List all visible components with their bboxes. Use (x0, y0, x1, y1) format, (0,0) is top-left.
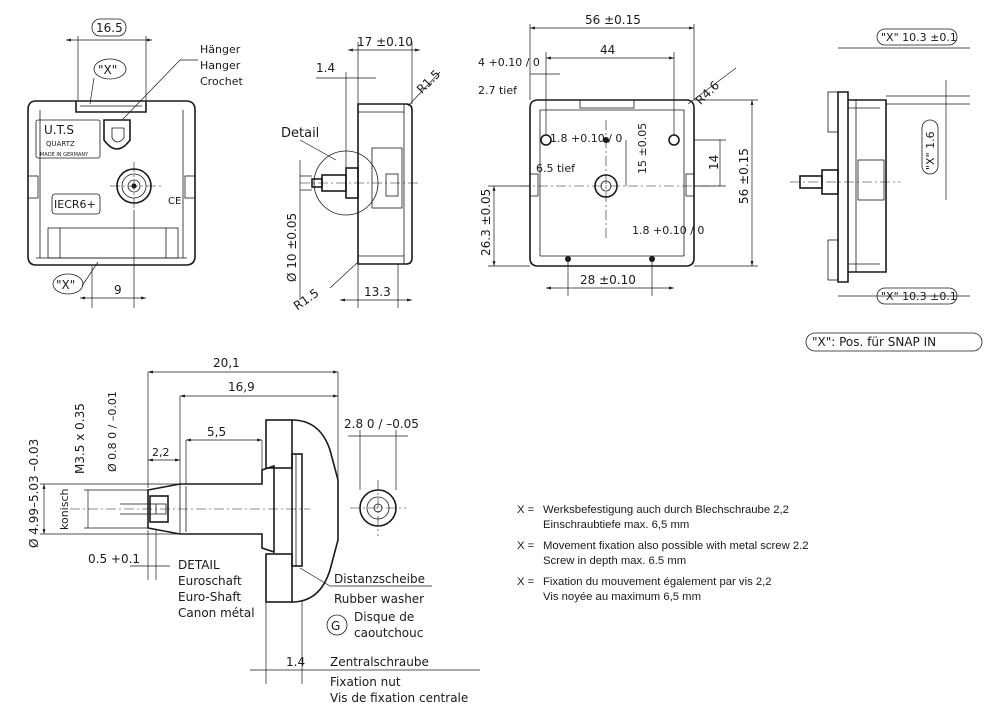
screw-line-2: Fixation nut (330, 675, 401, 689)
back-hole-depth-top: 2.7 tief (478, 84, 518, 97)
note-key: X = (517, 576, 535, 588)
note-de: X = Werksbefestigung auch durch Blechsch… (517, 503, 857, 532)
side-dim-bottom: 13.3 (364, 285, 391, 299)
battery-label: IECR6+ (54, 198, 96, 211)
side-dim-width: 17 ±0.10 (357, 35, 413, 49)
shaft-dim-diam: Ø 4.99–5.03 –0.03 (27, 439, 41, 548)
front-view: U.T.S QUARTZ MADE IN GERMANY IECR6+ CE 1… (27, 18, 243, 308)
shaft-dim-2-8: 2.8 0 / –0.05 (344, 417, 419, 431)
snap-view: "X" 10.3 ±0.1 "X" 1.6 "X" 10.3 ±0.1 "X":… (790, 28, 983, 352)
shaft-dim-0-5: 0.5 +0.1 (88, 552, 140, 566)
back-hole-diameter-bottom: 1.8 +0.10 / 0 (632, 224, 704, 237)
back-hole-diameter: 1.8 +0.10 / 0 (550, 132, 622, 145)
note-line: Fixation du mouvement également par vis … (543, 576, 772, 588)
screw-line-1: Zentralschraube (330, 655, 429, 669)
hanger-label-2: Hanger (200, 59, 241, 72)
back-dim-height: 56 ±0.15 (737, 148, 751, 204)
disque-line-1: Disque de (354, 610, 414, 624)
back-hole-offset: 4 +0.10 / 0 (478, 56, 540, 69)
back-radius: R4.6 (693, 78, 722, 107)
shaft-dim-thread: M3.5 x 0.35 (73, 403, 87, 474)
screw-line-3: Vis de fixation centrale (330, 691, 468, 705)
snap-note: "X": Pos. für SNAP IN (812, 335, 936, 349)
x-tag-top: "X" (98, 63, 117, 77)
detail-label: Detail (281, 126, 319, 141)
back-dim-26: 26.3 ±0.05 (479, 189, 493, 256)
front-dim-bottom: 9 (114, 283, 122, 297)
washer-line-2: Rubber washer (334, 592, 424, 606)
shaft-detail: 20,1 16,9 5,5 2,2 Ø 4.99–5.03 –0.03 M3.5… (27, 356, 480, 705)
side-view: Detail 17 ±0.10 1.4 R1.5 Ø 10 ±0.05 R1.5… (281, 35, 443, 313)
radius-bottom: R1.5 (291, 286, 321, 313)
detail-line-2: Euroschaft (178, 574, 242, 588)
detail-line-1: DETAIL (178, 558, 220, 572)
shaft-dim-16-9: 16,9 (228, 380, 255, 394)
side-dim-offset: 1.4 (316, 61, 335, 75)
detail-line-4: Canon métal (178, 606, 255, 620)
back-dim-inner-width: 44 (600, 43, 615, 57)
back-dim-14: 14 (707, 155, 721, 170)
snap-x-top: "X" 10.3 ±0.1 (881, 31, 957, 44)
detail-line-3: Euro-Shaft (178, 590, 241, 604)
back-view: 56 ±0.15 44 4 +0.10 / 0 2.7 tief R4.6 1.… (478, 13, 758, 296)
shaft-konisch: konisch (58, 488, 71, 530)
notes-block: X = Werksbefestigung auch durch Blechsch… (517, 503, 857, 611)
note-line: Screw in depth max. 6.5 mm (543, 554, 687, 567)
note-fr: X = Fixation du mouvement également par … (517, 575, 857, 604)
shaft-dim-1-4: 1.4 (286, 655, 305, 669)
shaft-dim-pin: Ø 0.8 0 / –0.01 (106, 391, 119, 472)
back-dim-28: 28 ±0.10 (580, 273, 636, 287)
g-mark: G (331, 619, 340, 633)
front-dim-top: 16.5 (96, 21, 123, 35)
hanger-label-3: Crochet (200, 75, 243, 88)
hanger-label-1: Hänger (200, 43, 241, 56)
disque-line-2: caoutchouc (354, 626, 423, 640)
note-line: Movement fixation also possible with met… (543, 540, 809, 552)
shaft-dim-2-2: 2,2 (152, 446, 170, 459)
logo-line-3: MADE IN GERMANY (40, 152, 89, 158)
note-line: Werksbefestigung auch durch Blechschraub… (543, 504, 789, 516)
note-line: Einschraubtiefe max. 6,5 mm (543, 518, 690, 531)
note-key: X = (517, 504, 535, 516)
side-diameter: Ø 10 ±0.05 (285, 213, 299, 282)
logo-line-1: U.T.S (44, 123, 74, 137)
snap-x-mid: "X" 1.6 (924, 131, 937, 170)
back-dim-15: 15 ±0.05 (636, 123, 649, 174)
washer-line-1: Distanzscheibe (334, 572, 425, 586)
logo-line-2: QUARTZ (46, 140, 75, 148)
shaft-dim-20-1: 20,1 (213, 356, 240, 370)
note-key: X = (517, 540, 535, 552)
shaft-dim-5-5: 5,5 (207, 425, 226, 439)
snap-x-bottom: "X" 10.3 ±0.1 (881, 290, 957, 303)
x-tag-bottom: "X" (56, 278, 75, 292)
ce-mark: CE (168, 196, 181, 207)
back-dim-total-width: 56 ±0.15 (585, 13, 641, 27)
back-center-depth: 6.5 tief (536, 162, 576, 175)
note-en: X = Movement fixation also possible with… (517, 539, 857, 568)
radius-top: R1.5 (414, 67, 443, 96)
note-line: Vis noyée au maximum 6,5 mm (543, 590, 702, 603)
